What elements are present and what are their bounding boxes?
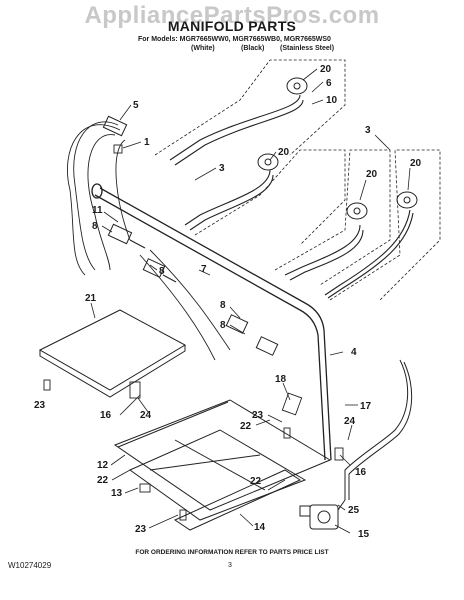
ordering-note: FOR ORDERING INFORMATION REFER TO PARTS … (135, 549, 329, 556)
callout-1: 1 (144, 137, 150, 148)
burner-heads (257, 77, 418, 220)
variant-black: (Black) (241, 45, 265, 52)
callout-labels: 20 6 10 5 1 3 20 3 20 20 11 8 8 7 21 8 8… (34, 64, 422, 540)
callout-20: 20 (410, 158, 422, 169)
callout-16: 16 (100, 410, 112, 421)
callout-22: 22 (250, 476, 262, 487)
callout-22: 22 (240, 421, 252, 432)
callout-25: 25 (348, 505, 360, 516)
watermark-logo: AppliancePartsPros.com (84, 2, 380, 29)
ignition-harness (67, 121, 231, 361)
callout-20: 20 (278, 147, 290, 158)
callout-22: 22 (97, 475, 109, 486)
document-id: W10274029 (8, 561, 52, 570)
variant-stainless: (Stainless Steel) (280, 45, 335, 52)
grate-outlines (154, 59, 441, 301)
callout-11: 11 (92, 205, 103, 216)
callout-3: 3 (219, 163, 225, 174)
callout-24: 24 (344, 416, 356, 427)
callout-23: 23 (135, 524, 147, 535)
manifold-pipe (91, 183, 332, 461)
callout-24: 24 (140, 410, 152, 421)
regulator-assembly (299, 359, 413, 530)
callout-20: 20 (320, 64, 332, 75)
harness-clip (102, 115, 128, 137)
callout-16: 16 (355, 467, 367, 478)
callout-13: 13 (111, 488, 123, 499)
callout-7: 7 (201, 264, 207, 275)
callout-23: 23 (34, 400, 46, 411)
callout-14: 14 (254, 522, 266, 533)
leader-lines (90, 68, 411, 534)
variant-white: (White) (191, 45, 215, 52)
callout-17: 17 (360, 401, 372, 412)
callout-8: 8 (92, 221, 98, 232)
models-line: For Models: MGR7665WW0, MGR7665WB0, MGR7… (138, 36, 331, 43)
callout-20: 20 (366, 169, 378, 180)
page-title: MANIFOLD PARTS (167, 18, 297, 34)
callout-8: 8 (220, 300, 226, 311)
callout-6: 6 (326, 78, 332, 89)
page-number: 3 (228, 562, 232, 569)
callout-15: 15 (358, 529, 370, 540)
callout-23: 23 (252, 410, 264, 421)
fasteners (43, 144, 344, 521)
callout-18: 18 (275, 374, 287, 385)
callout-5: 5 (133, 100, 139, 111)
burner-tubes (169, 94, 414, 299)
callout-21: 21 (85, 293, 97, 304)
lower-burner-box (113, 399, 332, 531)
callout-3: 3 (365, 125, 371, 136)
callout-4: 4 (351, 347, 357, 358)
callout-12: 12 (97, 460, 109, 471)
callout-8: 8 (159, 266, 165, 277)
callout-10: 10 (326, 95, 338, 106)
burner-valves (107, 223, 279, 356)
callout-8: 8 (220, 320, 226, 331)
valve-bracket (38, 309, 187, 398)
